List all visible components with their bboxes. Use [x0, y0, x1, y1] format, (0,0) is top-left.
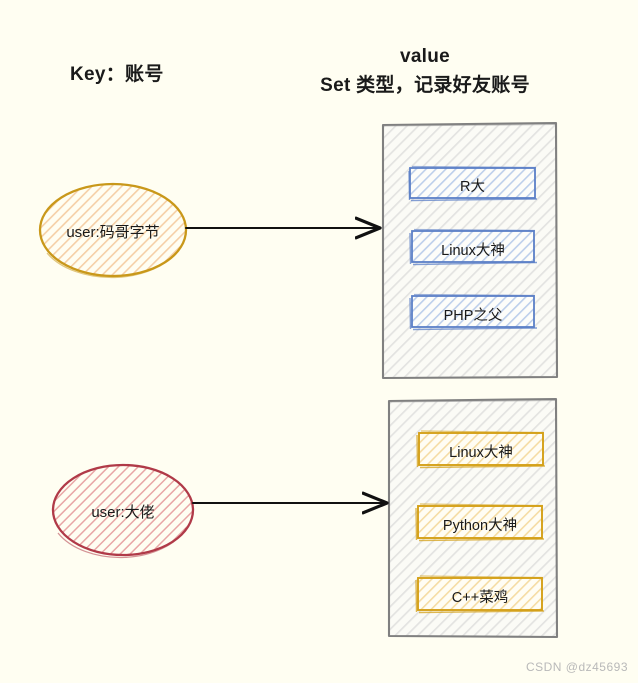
value-item	[415, 503, 545, 542]
value-item	[416, 430, 546, 469]
key-user-magebyte	[38, 182, 188, 279]
value-item	[409, 228, 538, 266]
value-set-0	[381, 121, 559, 380]
value-set-1	[387, 397, 559, 639]
value-item	[415, 575, 545, 614]
value-item	[409, 293, 538, 331]
key-user-dalao	[51, 463, 195, 559]
value-item	[408, 165, 538, 202]
